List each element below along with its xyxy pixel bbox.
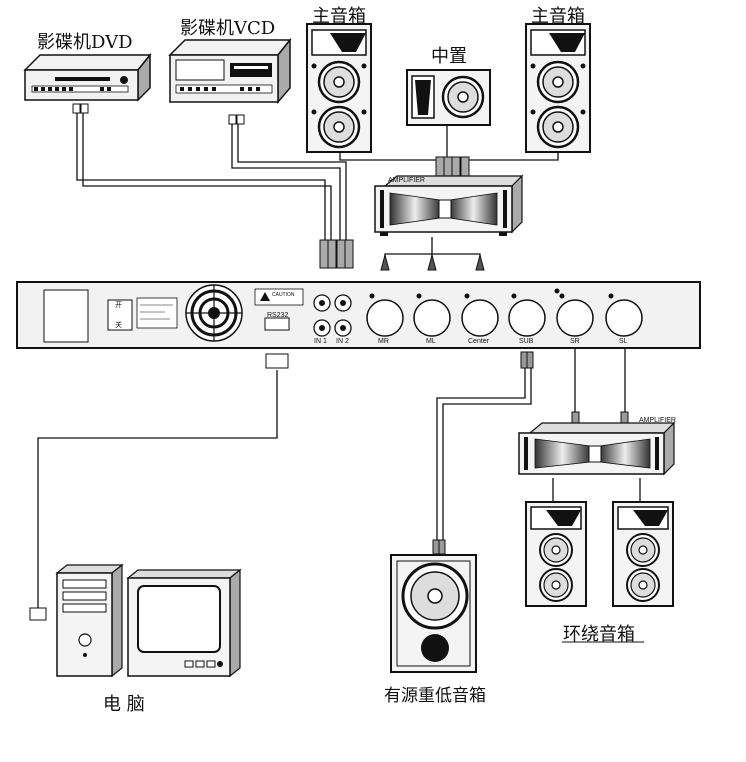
surround-label: 环绕音箱	[563, 624, 635, 645]
computer-label: 电 脑	[103, 694, 145, 715]
cable-sub-2	[442, 358, 532, 548]
surround-speaker-right	[612, 501, 674, 607]
caution-label: CAUTION	[272, 292, 295, 298]
computer	[55, 563, 242, 678]
dvd-player	[23, 52, 152, 102]
switch-off-label: 关	[115, 322, 122, 329]
port-sr-label: SR	[570, 338, 580, 345]
port-sub-label: SUB	[519, 338, 534, 345]
port-center-label: Center	[468, 338, 490, 345]
main-speaker-left	[306, 23, 372, 153]
surround-speaker-left	[525, 501, 587, 607]
rs232-label: RS232	[267, 312, 289, 319]
center-speaker-label: 中置	[431, 46, 467, 67]
main-speaker-right	[525, 23, 591, 153]
port-in2-label: IN 2	[336, 338, 349, 345]
cable-rs232	[37, 370, 278, 612]
switch-on-label: 开	[115, 302, 122, 309]
amplifier-top	[374, 174, 524, 236]
cables	[37, 110, 641, 612]
port-in1-label: IN 1	[314, 338, 327, 345]
amplifier-surround-label: AMPLIFIER	[639, 417, 676, 424]
amplifier-top-label: AMPLIFIER	[388, 177, 425, 184]
port-sl-label: SL	[619, 338, 628, 345]
center-speaker	[406, 69, 491, 126]
port-mr-label: MR	[378, 338, 389, 345]
dvd-label: 影碟机DVD	[37, 32, 133, 53]
plugs	[29, 103, 629, 621]
amplifier-surround	[518, 421, 676, 476]
cable-dvd-2	[82, 110, 332, 245]
subwoofer	[390, 554, 477, 673]
fan-icon	[185, 284, 243, 342]
port-ml-label: ML	[426, 338, 436, 345]
main-speaker-left-label: 主音箱	[312, 6, 366, 27]
cable-main-right	[465, 152, 559, 172]
cable-sub-1	[436, 358, 526, 548]
subwoofer-label: 有源重低音箱	[384, 686, 486, 706]
cable-main-left	[339, 152, 441, 172]
cable-vcd-1	[231, 123, 341, 245]
processor-unit	[16, 281, 701, 349]
vcd-label: 影碟机VCD	[180, 18, 276, 39]
cable-dvd-1	[76, 110, 326, 245]
main-speaker-right-label: 主音箱	[531, 6, 585, 27]
vcd-player	[168, 37, 292, 105]
cable-vcd-2	[237, 123, 347, 245]
